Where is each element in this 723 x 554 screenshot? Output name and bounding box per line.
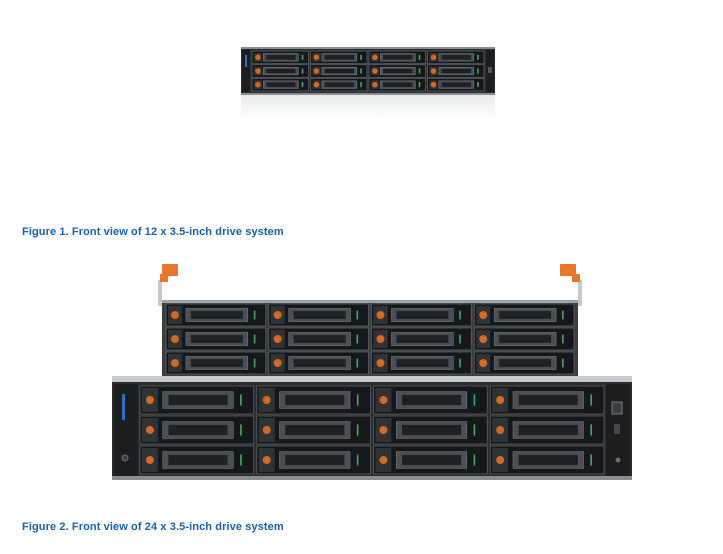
drive-bay xyxy=(473,327,575,351)
figure-1-caption: Figure 1. Front view of 12 x 3.5-inch dr… xyxy=(22,226,284,238)
drive-bay xyxy=(310,77,368,92)
drive-bay xyxy=(268,303,369,327)
drive-bay xyxy=(371,351,472,375)
drive-bay xyxy=(371,327,472,351)
drive-bay xyxy=(368,77,426,92)
figure-2-caption: Figure 2. Front view of 24 x 3.5-inch dr… xyxy=(22,521,284,533)
drive-bay xyxy=(310,50,368,65)
drive-bay xyxy=(268,327,369,351)
server-24-drive-image xyxy=(112,264,632,480)
drive-bay xyxy=(427,64,485,78)
drive-bay xyxy=(473,303,575,327)
left-pull-handle xyxy=(158,264,178,306)
drive-bay xyxy=(373,415,488,445)
drive-bay xyxy=(268,351,369,375)
drive-bay xyxy=(373,445,488,475)
drive-bay xyxy=(373,385,488,415)
drive-bay xyxy=(371,303,472,327)
drive-bay xyxy=(139,385,255,415)
drive-bay xyxy=(165,327,267,351)
drive-bay xyxy=(368,64,426,78)
drive-bay xyxy=(489,415,605,445)
drive-bay xyxy=(251,50,309,65)
drive-bay xyxy=(256,415,371,445)
drive-bay xyxy=(310,64,368,78)
drive-bay xyxy=(368,50,426,65)
drive-bay xyxy=(165,351,267,375)
drive-bay xyxy=(489,445,605,475)
drive-bay xyxy=(256,445,371,475)
drive-bay xyxy=(489,385,605,415)
drive-bay xyxy=(427,77,485,92)
drive-bay xyxy=(139,445,255,475)
drive-bay xyxy=(427,50,485,65)
drive-bay xyxy=(473,351,575,375)
right-pull-handle xyxy=(560,264,582,306)
drive-bay xyxy=(165,303,267,327)
drive-bay xyxy=(251,77,309,92)
drive-bay xyxy=(139,415,255,445)
drive-bay xyxy=(251,64,309,78)
server-12-drive-image xyxy=(241,47,495,120)
drive-bay xyxy=(256,385,371,415)
